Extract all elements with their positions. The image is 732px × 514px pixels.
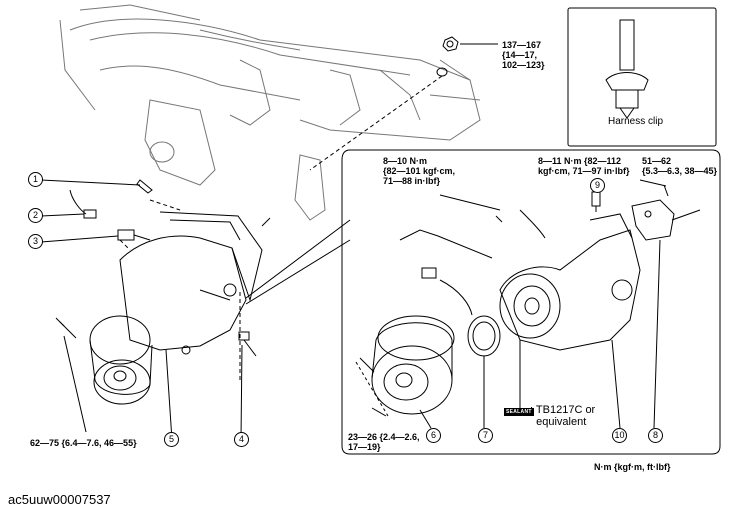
callout-10: 10 bbox=[612, 428, 627, 443]
rear-crossmember-drawing bbox=[59, 4, 481, 221]
differential-assembly-left bbox=[55, 179, 351, 405]
callout-7: 7 bbox=[478, 428, 493, 443]
callout-1: 1 bbox=[28, 172, 43, 187]
callout-3: 3 bbox=[28, 234, 43, 249]
harness-clip-inset bbox=[567, 7, 717, 147]
torque-sensor-bolt: 8—11 N·m {82—112 kgf·cm, 71—97 in·lbf} bbox=[538, 156, 630, 176]
callout-9: 9 bbox=[590, 178, 605, 193]
detail-panel-frame bbox=[341, 149, 721, 455]
callout-6: 6 bbox=[426, 428, 441, 443]
torque-coupling-bolt: 23—26 {2.4—2.6, 17—19} bbox=[348, 432, 420, 452]
torque-nut-top: 137—167 {14—17, 102—123} bbox=[502, 40, 545, 70]
figure-caption: ac5uuw00007537 bbox=[8, 492, 111, 507]
callout-8: 8 bbox=[648, 428, 663, 443]
units-note: N·m {kgf·m, ft·lbf} bbox=[594, 462, 671, 472]
harness-clip-label: Harness clip bbox=[608, 116, 664, 127]
callout-2: 2 bbox=[28, 208, 43, 223]
leader-lines bbox=[40, 179, 667, 441]
sealant-spec: : TB1217C or equivalent bbox=[530, 404, 596, 428]
differential-assembly-right bbox=[355, 184, 701, 417]
top-nut-drawing bbox=[309, 36, 498, 171]
callout-4: 4 bbox=[234, 432, 249, 447]
torque-bracket-bolt: 8—10 N·m {82—101 kgf·cm, 71—88 in·lbf} bbox=[383, 156, 456, 186]
torque-mount-bolt: 51—62 {5.3—6.3, 38—45} bbox=[642, 156, 718, 176]
torque-bolt-left: 62—75 {6.4—7.6, 46—55} bbox=[30, 438, 137, 448]
callout-5: 5 bbox=[164, 432, 179, 447]
sealant-badge: SEALANT bbox=[504, 408, 534, 416]
